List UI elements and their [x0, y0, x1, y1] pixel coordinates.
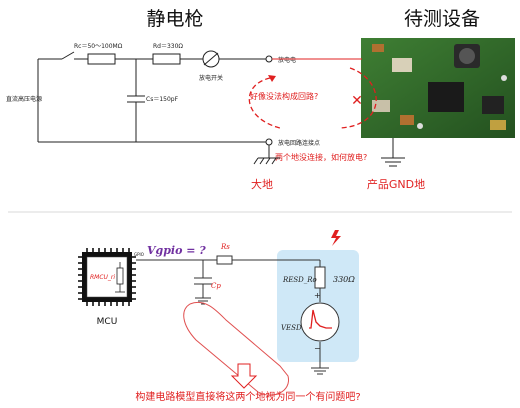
return-path-arrow — [248, 77, 281, 129]
arrow-head-icon — [268, 75, 276, 82]
source-ground-symbol — [311, 367, 329, 375]
electrode-terminal — [265, 55, 273, 63]
esd-pulse-waveform-icon — [309, 309, 332, 329]
resistor-resd — [314, 266, 326, 289]
rc-label: Rc＝50～100MΩ — [74, 43, 123, 50]
resistor-rd — [152, 53, 181, 65]
model-circuit-wires — [136, 259, 321, 368]
resistor-rs — [216, 255, 233, 265]
rmcu-label: RMCU_ri — [90, 274, 115, 281]
rs-label: Rs — [220, 243, 230, 251]
esd-voltage-source — [300, 302, 340, 342]
r-value-label: 330Ω — [333, 275, 355, 284]
plus-sign: + — [314, 291, 321, 300]
return-terminal — [265, 138, 273, 146]
ground-highlight-outline — [183, 302, 289, 396]
mcu-label: MCU — [97, 317, 118, 327]
resd-label: RESD_Ro — [282, 276, 317, 284]
return-point-label: 放电回路连接点 — [278, 139, 320, 147]
switch-blade — [203, 52, 219, 66]
cp-ground-symbol — [195, 297, 211, 305]
question-no-loop: 好像没法构成回路? — [250, 91, 318, 101]
vgpio-label: Vgpio = ? — [147, 244, 206, 257]
discharge-path-arrow — [339, 67, 377, 129]
earth-label: 大地 — [251, 177, 273, 191]
pcb-photo — [361, 38, 515, 138]
vesd-label: VESD — [281, 324, 302, 332]
down-arrow-icon — [230, 363, 258, 389]
lightning-icon — [331, 230, 341, 246]
cs-label: Cs＝150pF — [146, 96, 179, 103]
electrode-label: 放电电 — [278, 56, 296, 64]
rd-label: Rd＝330Ω — [153, 43, 183, 50]
bottom-question: 构建电路模型直接将这两个地视为同一个有问题吧? — [135, 390, 360, 403]
switch-label: 放电开关 — [199, 74, 223, 82]
resistor-rc — [87, 53, 116, 65]
product-gnd-symbol — [381, 138, 405, 167]
cp-label: Cp — [211, 282, 221, 290]
gpio-pin-label: GPIO — [134, 252, 144, 257]
product-gnd-label: 产品GND地 — [367, 177, 425, 191]
gun-circuit-wires — [37, 51, 266, 143]
minus-sign: − — [314, 344, 321, 353]
title-dut: 待测设备 — [404, 8, 480, 30]
earth-ground-symbol — [253, 145, 280, 165]
question-grounds: 两个地没连接，如何放电? — [275, 152, 367, 162]
mcu-chip — [78, 248, 136, 306]
title-esd-gun: 静电枪 — [146, 8, 203, 30]
broken-loop-cross-icon: ✕ — [351, 93, 363, 109]
dc-source-label: 直流高压电源 — [6, 95, 42, 103]
